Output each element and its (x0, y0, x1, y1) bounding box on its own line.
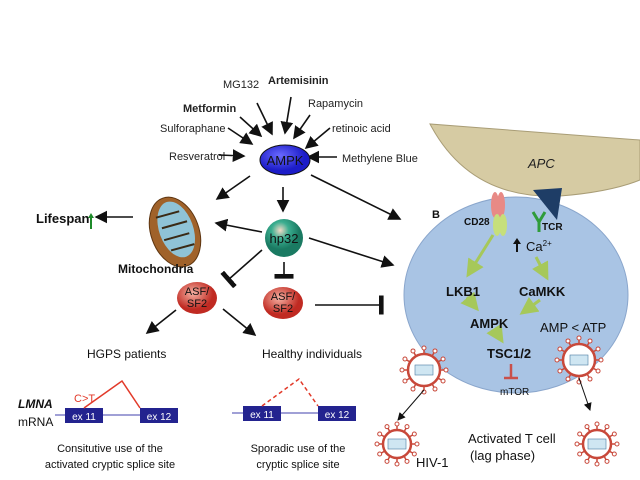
compound-artemisinin: Artemisinin (268, 75, 329, 87)
lifespan-label: Lifespan (36, 211, 90, 226)
lmna-label: LMNA (18, 397, 53, 411)
panel-label-b: B (432, 209, 440, 221)
asf-sf2-node-right: ASF/ SF2 (263, 287, 303, 319)
virus-icon (554, 335, 604, 385)
virus-icon (574, 421, 620, 467)
inhibition-icon (504, 364, 518, 380)
virus-icon (374, 421, 420, 467)
hiv-virions (374, 335, 620, 467)
compound-resveratrol: Resveratrol (169, 151, 225, 163)
tcell-label-line1: Activated T cell (468, 431, 556, 446)
mtor-label: mTOR (500, 387, 529, 398)
compound-arrows (218, 96, 337, 164)
tcr-receptor-icon (531, 211, 547, 232)
cd28-receptor-icon (491, 192, 507, 236)
compound-rapamycin: Rapamycin (308, 98, 363, 110)
exon-12-label: ex 12 (147, 412, 172, 423)
antigen-triangle (533, 188, 562, 220)
mrna-label: mRNA (18, 415, 53, 429)
caption-left-line1: Consitutive use of the (57, 443, 163, 455)
t-cell-signaling-arrows (460, 234, 549, 344)
lkb1-label: LKB1 (446, 284, 480, 299)
amp-atp-label: AMP < ATP (540, 320, 606, 335)
healthy-splice-diagram: ex 11 ex 12 (232, 377, 356, 421)
asf-label: ASF/ (271, 291, 296, 303)
asf-sf2-node-left: ASF/ SF2 (177, 282, 217, 314)
exon-12-label: ex 12 (325, 410, 350, 421)
calcium-label: Ca2+ (526, 239, 552, 254)
pathway-arrows (94, 174, 402, 337)
mutation-label: C>T (74, 393, 95, 405)
t-cell (403, 196, 629, 394)
hgps-splice-diagram: ex 11 ex 12 C>T (55, 379, 178, 423)
caption-right-line2: cryptic splice site (256, 459, 339, 471)
apc-label: APC (527, 156, 555, 171)
asf-label: ASF/ (185, 286, 210, 298)
up-arrow-icon (88, 213, 94, 229)
sf2-label: SF2 (187, 298, 207, 310)
tcr-label: TCR (542, 222, 563, 233)
hp32-label: hp32 (270, 231, 299, 246)
compound-retinoic-acid: retinoic acid (332, 123, 391, 135)
cd28-label: CD28 (464, 217, 490, 228)
calcium-text: Ca (526, 239, 543, 254)
healthy-label: Healthy individuals (262, 347, 362, 361)
compound-sulforaphane: Sulforaphane (160, 123, 225, 135)
caption-left-line2: activated cryptic splice site (45, 459, 175, 471)
camkk-label: CaMKK (519, 284, 566, 299)
exon-11-label: ex 11 (250, 410, 274, 421)
mitochondria-label: Mitochondria (118, 262, 194, 276)
virus-release-arrows (397, 377, 592, 421)
virus-icon (399, 345, 449, 395)
compound-labels: MG132 Artemisinin Rapamycin Metformin Su… (160, 75, 418, 165)
tsc-label: TSC1/2 (487, 346, 531, 361)
hiv-label: HIV-1 (416, 455, 449, 470)
calcium-charge: 2+ (543, 239, 552, 248)
compound-methylene-blue: Methylene Blue (342, 153, 418, 165)
ampk-node: AMPK (259, 144, 311, 176)
mitochondria-image (148, 196, 202, 268)
hp32-node: hp32 (265, 219, 303, 257)
ampk-label: AMPK (267, 153, 304, 168)
compound-metformin: Metformin (183, 103, 236, 115)
hgps-label: HGPS patients (87, 347, 166, 361)
exon-11-label: ex 11 (72, 412, 96, 423)
tcell-label-line2: (lag phase) (470, 448, 535, 463)
caption-right-line1: Sporadic use of the (251, 443, 346, 455)
up-arrow-icon (513, 238, 521, 252)
sf2-label: SF2 (273, 303, 293, 315)
compound-mg132: MG132 (223, 79, 259, 91)
t-cell-ampk-label: AMPK (470, 316, 509, 331)
